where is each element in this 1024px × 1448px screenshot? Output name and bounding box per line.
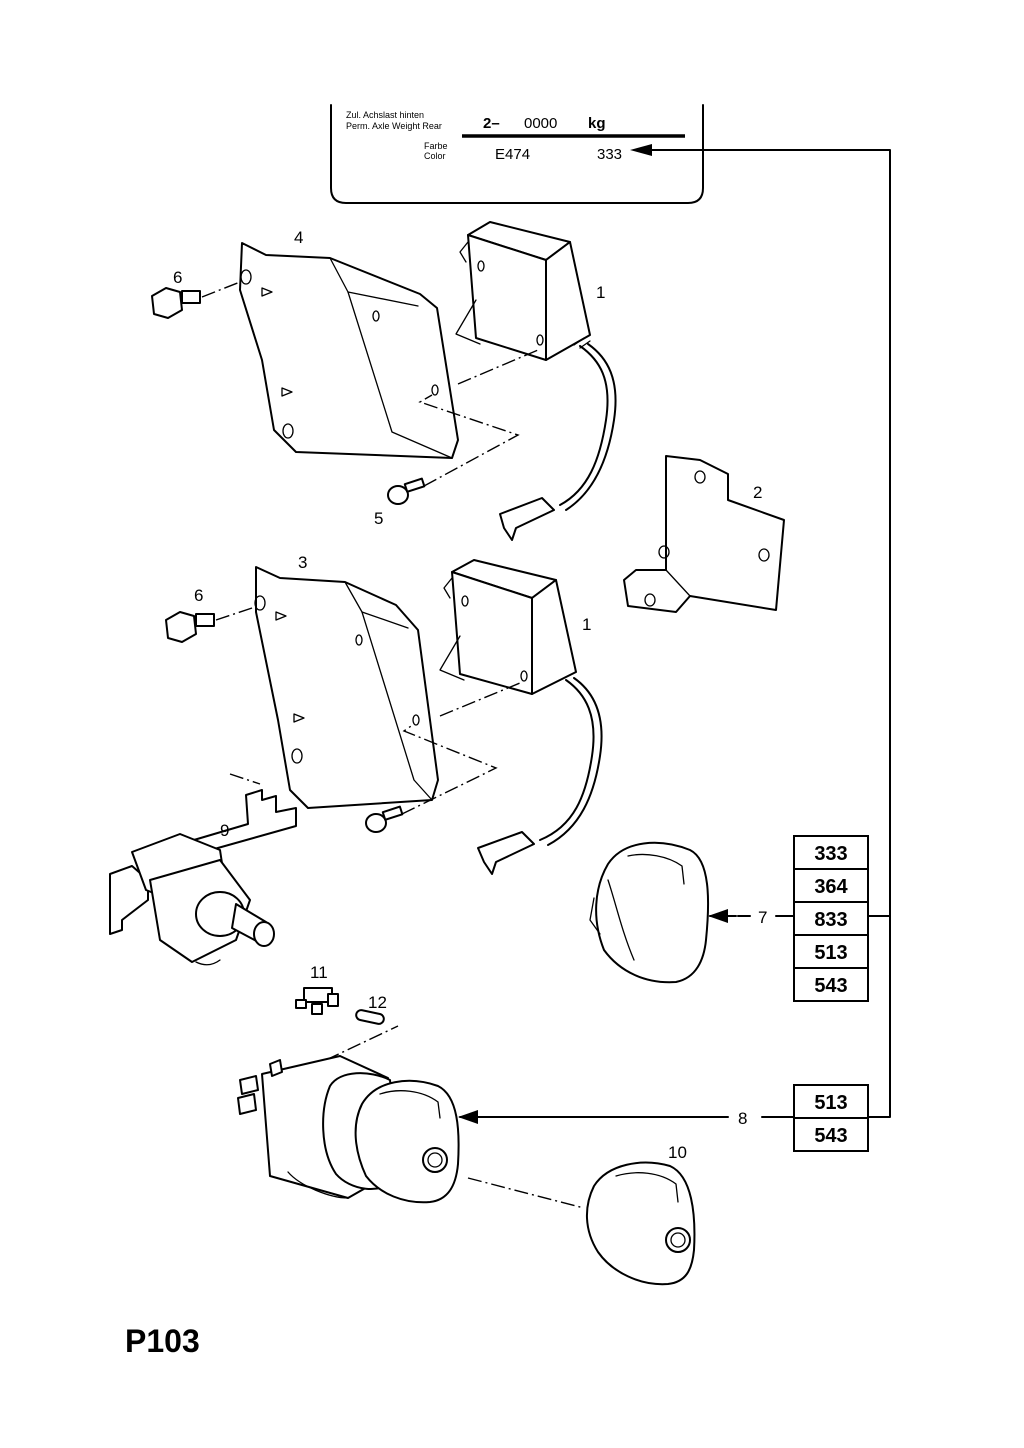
callout-11: 11 [310,963,328,982]
callout-7: 7 [758,908,767,927]
code-table-7: 333 364 833 513 543 [793,835,869,1002]
screw-part-5-lower [365,805,404,833]
relay-upper-dashline [457,349,539,385]
plate-axle-prefix: 2– [483,115,500,132]
callout-6-lower: 6 [194,586,203,605]
knob-part-7 [589,841,710,984]
relay-module-part-1-lower [439,559,603,875]
bolt-6-upper-dashline [201,281,241,298]
plate-color-code: E474 [495,146,530,163]
plate-axle-value: 0000 [524,115,557,132]
mounting-plate-part-2 [623,455,785,613]
bracket-part-4 [239,242,459,459]
bracket-part-3 [254,566,439,809]
leader-arrow-8 [458,1110,795,1124]
screw-5-upper-dashline [418,394,520,487]
bolt-part-6-lower [165,611,215,643]
page-code: P103 [125,1323,200,1359]
code-cell: 543 [814,975,847,997]
terminal-part-11 [295,987,339,1015]
callout-4: 4 [294,228,303,247]
leader-arrow-7 [708,909,795,923]
code-cell: 364 [814,876,848,898]
code-cell: 513 [814,1092,847,1114]
callout-10: 10 [668,1143,687,1162]
callout-1-upper: 1 [596,283,605,302]
screw-part-5-upper [387,477,426,505]
callout-3: 3 [298,553,307,572]
screw-5-lower-dashline [401,723,498,815]
callout-5: 5 [374,509,383,528]
code-cell: 833 [814,909,847,931]
callout-6-upper: 6 [173,268,182,287]
code-table-8: 513 543 [793,1084,869,1152]
bolt-part-6-upper [151,287,201,319]
callout-2: 2 [753,483,762,502]
color-leader-line [651,149,891,1118]
callout-9: 9 [220,821,229,840]
code-cell: 513 [814,942,847,964]
small-parts-dashline [325,1025,399,1061]
plate-color-value: 333 [597,146,622,163]
switch-part-9 [109,773,297,966]
bolt-6-lower-dashline [215,606,256,621]
code-cell: 333 [814,843,847,865]
plate-color-label-en: Color [424,151,446,161]
knob-part-10 [585,1161,696,1286]
id-plate: Zul. Achslast hinten Perm. Axle Weight R… [330,104,704,204]
plate-arrow-icon [630,144,652,156]
code-cell: 543 [814,1125,847,1147]
plate-axle-unit: kg [588,115,606,132]
callout-1-lower: 1 [582,615,591,634]
callout-12: 12 [368,993,387,1012]
relay-module-part-1-upper [455,221,617,541]
plate-axle-label-de: Zul. Achslast hinten [346,110,424,120]
fuse-part-12 [355,1009,385,1025]
rotary-switch-part-8 [237,1055,460,1204]
relay-lower-dashline [439,682,521,717]
plate-axle-label-en: Perm. Axle Weight Rear [346,121,442,131]
plate-color-label-de: Farbe [424,141,448,151]
callout-8: 8 [738,1109,747,1128]
knob-10-dashline [467,1177,585,1209]
